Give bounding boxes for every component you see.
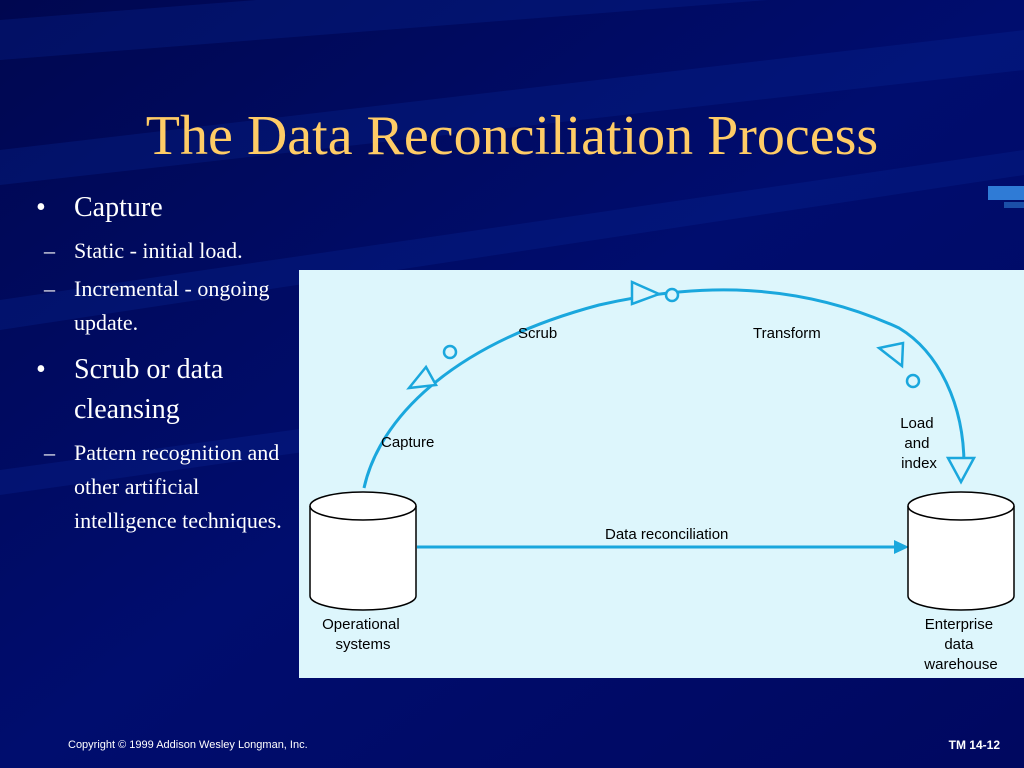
scrub-label: Scrub	[518, 325, 557, 342]
scrub-junction	[442, 344, 458, 360]
sub-marker: –	[44, 238, 55, 263]
bullet-list: • Capture – Static - initial load. – Inc…	[30, 188, 305, 548]
warehouse-cylinder	[907, 491, 1015, 611]
operational-systems-cylinder	[309, 491, 417, 611]
sub-item-text: Incremental - ongoing update.	[74, 276, 270, 335]
bullet-item-scrub: • Scrub or data cleansing	[30, 350, 305, 430]
sub-item-incremental: – Incremental - ongoing update.	[30, 272, 305, 340]
sub-item-static: – Static - initial load.	[30, 234, 305, 268]
sub-item-pattern: – Pattern recognition and other artifici…	[30, 436, 305, 538]
warehouse-label: Enterprise data warehouse	[923, 616, 997, 673]
slide-title: The Data Reconciliation Process	[145, 105, 879, 167]
diagram-background	[299, 270, 1024, 678]
transform-junction	[664, 287, 680, 303]
load-junction	[905, 373, 921, 389]
reconciliation-diagram: Capture Scrub Transform Load and index D…	[299, 270, 1024, 678]
operational-systems-label: Operational systems	[322, 616, 404, 653]
process-arc	[362, 288, 966, 549]
arc-markers	[406, 280, 977, 485]
bullet-text: Capture	[74, 192, 163, 223]
sub-list-scrub: – Pattern recognition and other artifici…	[30, 436, 305, 538]
slide-number: TM 14-12	[948, 738, 1000, 752]
transform-arrowhead	[876, 341, 905, 369]
capture-arrowhead	[406, 364, 439, 390]
sub-list-capture: – Static - initial load. – Incremental -…	[30, 234, 305, 340]
copyright-footer: Copyright © 1999 Addison Wesley Longman,…	[68, 739, 308, 751]
bullet-marker: •	[36, 192, 46, 223]
sub-item-text: Pattern recognition and other artificial…	[74, 440, 282, 533]
scrub-arrowhead	[630, 280, 663, 306]
reconciliation-arrowhead	[894, 540, 909, 554]
sub-marker: –	[44, 440, 55, 465]
edge-accent	[988, 186, 1024, 200]
bullet-marker: •	[36, 354, 46, 385]
capture-label: Capture	[381, 434, 434, 451]
reconciliation-label: Data reconciliation	[605, 526, 728, 543]
bullet-item-capture: • Capture	[30, 188, 305, 228]
sub-item-text: Static - initial load.	[74, 238, 243, 263]
bullet-text: Scrub or data cleansing	[74, 354, 224, 425]
load-arrowhead	[945, 456, 977, 485]
load-label: Load and index	[900, 415, 938, 472]
sub-marker: –	[44, 276, 55, 301]
transform-label: Transform	[753, 325, 821, 342]
